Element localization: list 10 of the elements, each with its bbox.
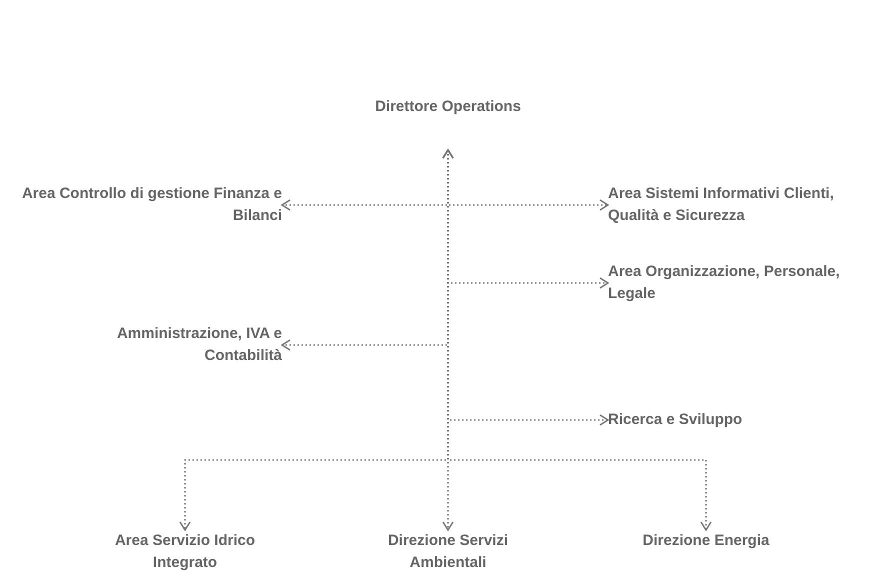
node-label: Direzione Servizi Ambientali — [386, 531, 510, 573]
node-label: Direzione Energia — [642, 531, 770, 551]
node-label: Area Controllo di gestione Finanza e Bilanci — [20, 184, 282, 226]
connector-arrow — [442, 149, 712, 531]
node-label: Amministrazione, IVA e Contabilità — [116, 324, 282, 366]
node-label: Direttore Operations — [374, 97, 522, 117]
node-label: Area Sistemi Informativi Clienti, Qualità e Sicurezza — [608, 184, 835, 226]
node-label: Ricerca e Sviluppo — [608, 410, 744, 430]
node-label: Area Organizzazione, Personale, Legale — [608, 262, 841, 304]
node-label: Area Servizio Idrico Integrato — [114, 531, 256, 573]
